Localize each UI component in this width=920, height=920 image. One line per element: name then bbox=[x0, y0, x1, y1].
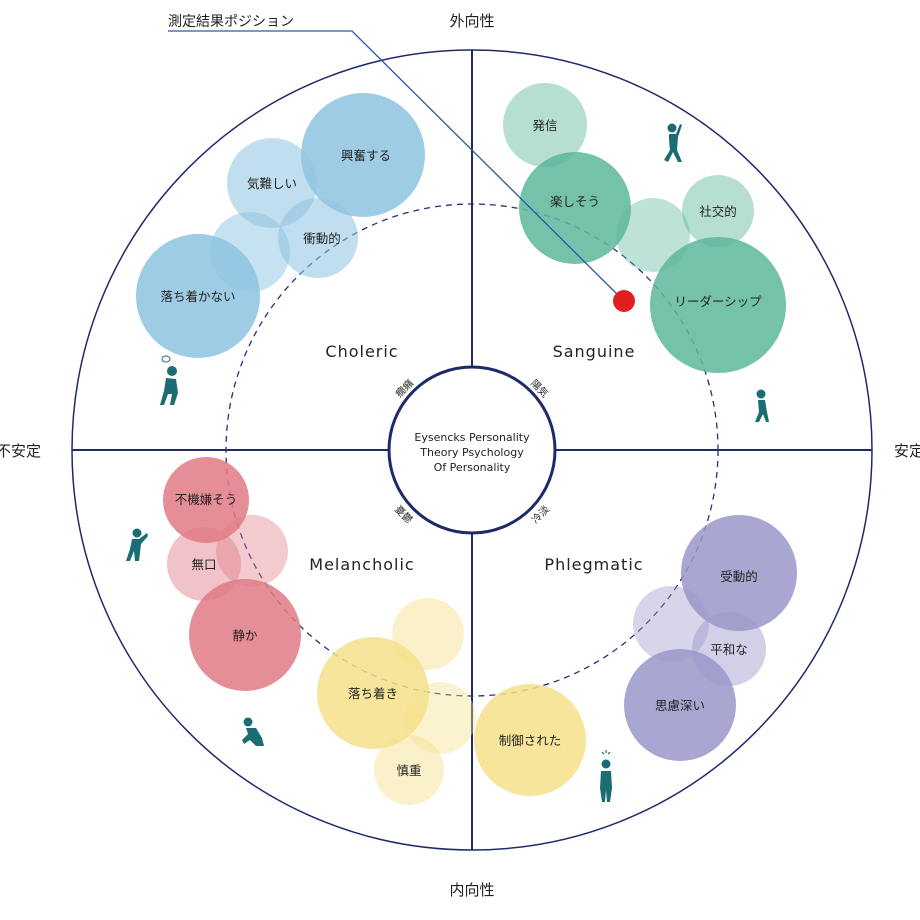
type-choleric: Choleric bbox=[325, 342, 398, 361]
axis-label-bottom: 内向性 bbox=[449, 881, 494, 899]
dashed-ring bbox=[225, 203, 719, 697]
trait-shizuka: 静か bbox=[232, 628, 258, 643]
bubble-mukuchi bbox=[167, 527, 241, 601]
bubble-fukigensou bbox=[163, 457, 249, 543]
bubble-hasshin bbox=[503, 83, 587, 167]
sanguine-bubbles bbox=[503, 83, 786, 373]
trait-shodoteki: 衝動的 bbox=[303, 231, 341, 246]
result-marker-dot bbox=[613, 290, 635, 312]
bubble-kofun bbox=[301, 93, 425, 217]
marker-pointer-line bbox=[168, 30, 625, 302]
person-jumping-icon bbox=[664, 123, 682, 162]
bubble-sanguine-filler bbox=[616, 198, 690, 272]
bubble-shodoteki bbox=[278, 198, 358, 278]
trait-seigyo: 制御された bbox=[499, 733, 562, 748]
axis-label-top: 外向性 bbox=[449, 12, 494, 30]
trait-heiwa: 平和な bbox=[710, 642, 748, 657]
trait-tanoshisou: 楽しそう bbox=[550, 194, 600, 209]
bubble-leadership bbox=[650, 237, 786, 373]
trait-kofun: 興奮する bbox=[341, 148, 391, 163]
type-sanguine: Sanguine bbox=[553, 342, 636, 361]
person-stressed-icon bbox=[160, 355, 178, 405]
choleric-bubbles bbox=[136, 93, 425, 358]
bubble-judoteki bbox=[681, 515, 797, 631]
person-crouching-icon bbox=[242, 717, 264, 746]
trait-judoteki: 受動的 bbox=[720, 569, 758, 584]
bubble-shiryobukai bbox=[624, 649, 736, 761]
trait-ochitsukanai: 落ち着かない bbox=[160, 289, 235, 304]
trait-shakoteki: 社交的 bbox=[699, 204, 737, 219]
bubble-ochitsukanai bbox=[136, 234, 260, 358]
type-phlegmatic: Phlegmatic bbox=[544, 555, 643, 574]
type-melancholic: Melancholic bbox=[309, 555, 414, 574]
trait-leadership: リーダーシップ bbox=[674, 294, 762, 309]
marker-label: 測定結果ポジション bbox=[168, 14, 294, 30]
center-line-2: Theory Psychology bbox=[419, 446, 524, 459]
axis-label-right: 安定 bbox=[894, 442, 920, 460]
bubble-kimuzukashii bbox=[227, 138, 317, 228]
trait-ochitsuki: 落ち着き bbox=[348, 686, 398, 701]
center-line-3: Of Personality bbox=[434, 461, 511, 474]
bubble-ochitsuki bbox=[317, 637, 429, 749]
phlegmatic-bubbles bbox=[624, 515, 797, 761]
trait-hasshin: 発信 bbox=[532, 118, 557, 133]
trait-shincho: 慎重 bbox=[396, 763, 421, 778]
bubble-seigyo bbox=[474, 684, 586, 796]
bubble-tanoshisou bbox=[519, 152, 631, 264]
center-circle bbox=[387, 365, 557, 535]
person-thinking-icon bbox=[600, 750, 612, 802]
bubble-melancholic-filler bbox=[216, 515, 288, 587]
trait-fukigensou: 不機嫌そう bbox=[175, 492, 238, 507]
axis-label-left: 不安定 bbox=[0, 442, 41, 460]
yellow-bubbles bbox=[317, 598, 586, 805]
person-shouting-icon bbox=[126, 528, 148, 561]
bubble-shincho bbox=[374, 735, 444, 805]
center-line-1: Eysencks Personality bbox=[414, 431, 530, 444]
trait-shiryobukai: 思慮深い bbox=[655, 698, 705, 713]
trait-mukuchi: 無口 bbox=[191, 557, 216, 572]
bubble-phlegmatic-filler bbox=[633, 586, 709, 662]
bubble-shakoteki bbox=[682, 175, 754, 247]
trait-kimuzukashii: 気難しい bbox=[247, 176, 297, 191]
person-walking-icon bbox=[755, 389, 769, 422]
melancholic-bubbles bbox=[163, 457, 301, 691]
bubble-shizuka bbox=[189, 579, 301, 691]
